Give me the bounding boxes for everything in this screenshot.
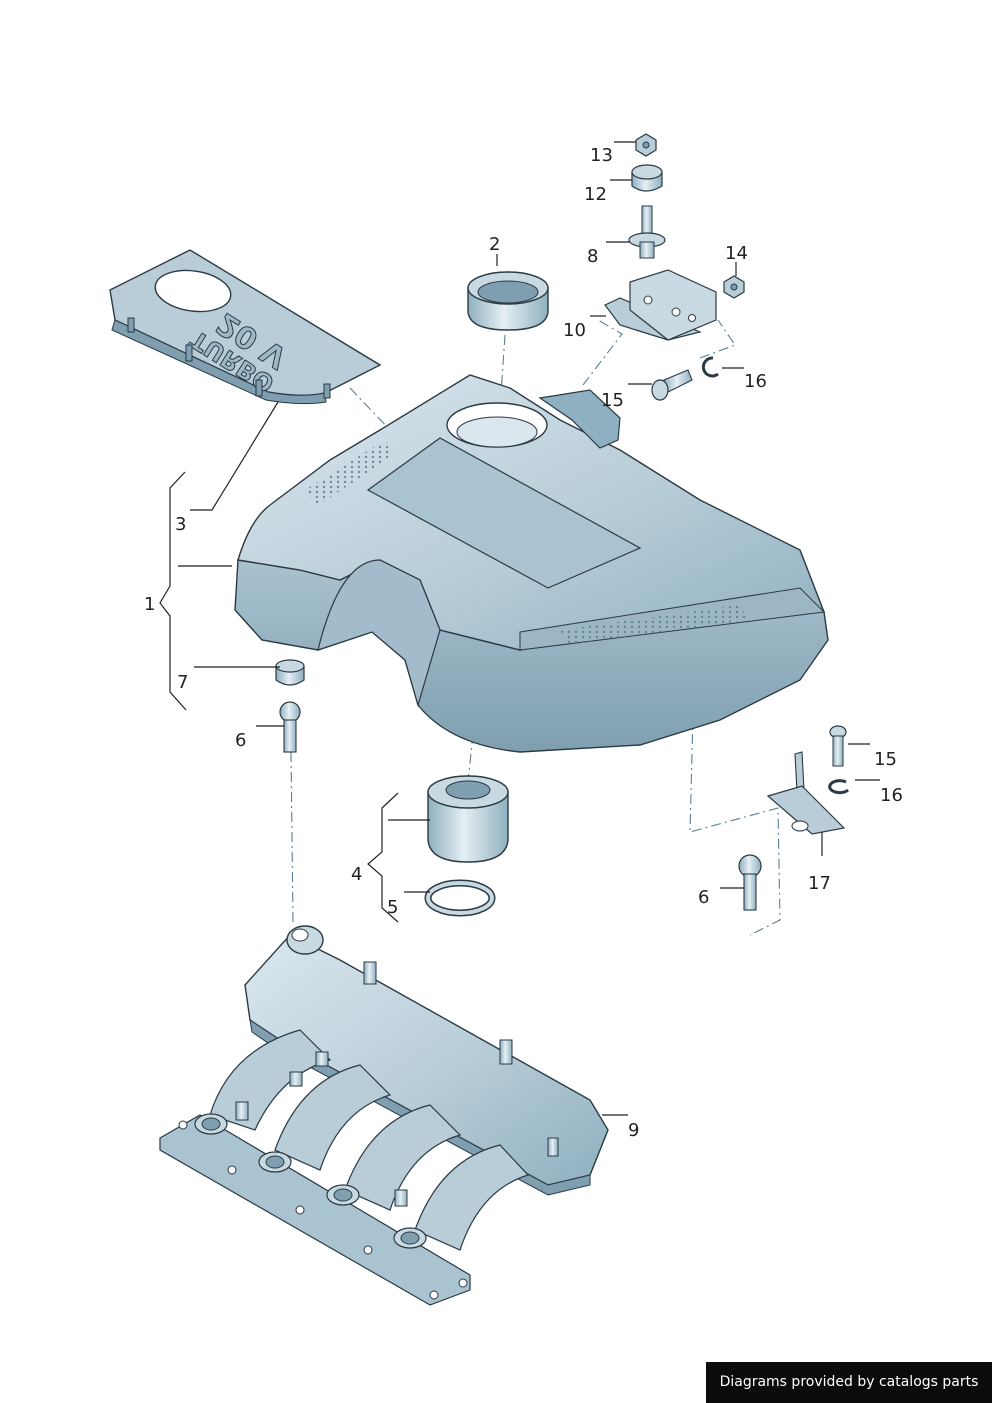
part-15-bolt-lower [829,725,847,767]
callout-6-left: 6 [235,730,246,751]
callout-15-lower: 15 [874,749,897,770]
callout-17: 17 [808,873,831,894]
part-5-o-ring [424,879,496,917]
callout-4: 4 [351,864,362,885]
callout-6-right: 6 [698,887,709,908]
part-3-cover-badge: 20 V TURBO [109,249,382,405]
callout-16-upper: 16 [744,371,767,392]
part-15-bolt-upper [651,369,693,401]
callout-16-lower: 16 [880,785,903,806]
part-8-stud [628,205,666,259]
callout-3: 3 [175,514,186,535]
callout-8: 8 [587,246,598,267]
part-4-housing [427,775,509,863]
callout-12: 12 [584,184,607,205]
part-6-ball-stud-right [738,854,762,911]
part-9-intake-manifold [159,925,609,1306]
callout-15-upper: 15 [601,390,624,411]
callout-10: 10 [563,320,586,341]
callout-7: 7 [177,672,188,693]
part-17-bracket [766,751,846,835]
callout-14: 14 [725,243,748,264]
part-2-filler-sleeve [467,271,549,331]
part-13-nut [635,133,657,157]
part-1-engine-cover [234,374,829,753]
callout-5: 5 [387,897,398,918]
part-14-nut [723,275,745,299]
part-16-clip-upper [701,356,719,378]
part-7-grommet [275,659,305,686]
part-10-bracket [604,269,717,341]
callout-2: 2 [489,234,500,255]
callout-labels: 13 12 2 8 14 10 16 15 3 1 7 6 15 16 4 17… [144,145,903,1141]
credit-banner: Diagrams provided by catalogs parts [706,1362,992,1403]
callout-1: 1 [144,594,155,615]
part-12-rubber-mount [631,164,663,192]
part-6-ball-stud-left [279,701,301,753]
part-16-clip-lower [828,779,849,795]
callout-9: 9 [628,1120,639,1141]
leader-lines [159,141,880,1116]
callout-13: 13 [590,145,613,166]
